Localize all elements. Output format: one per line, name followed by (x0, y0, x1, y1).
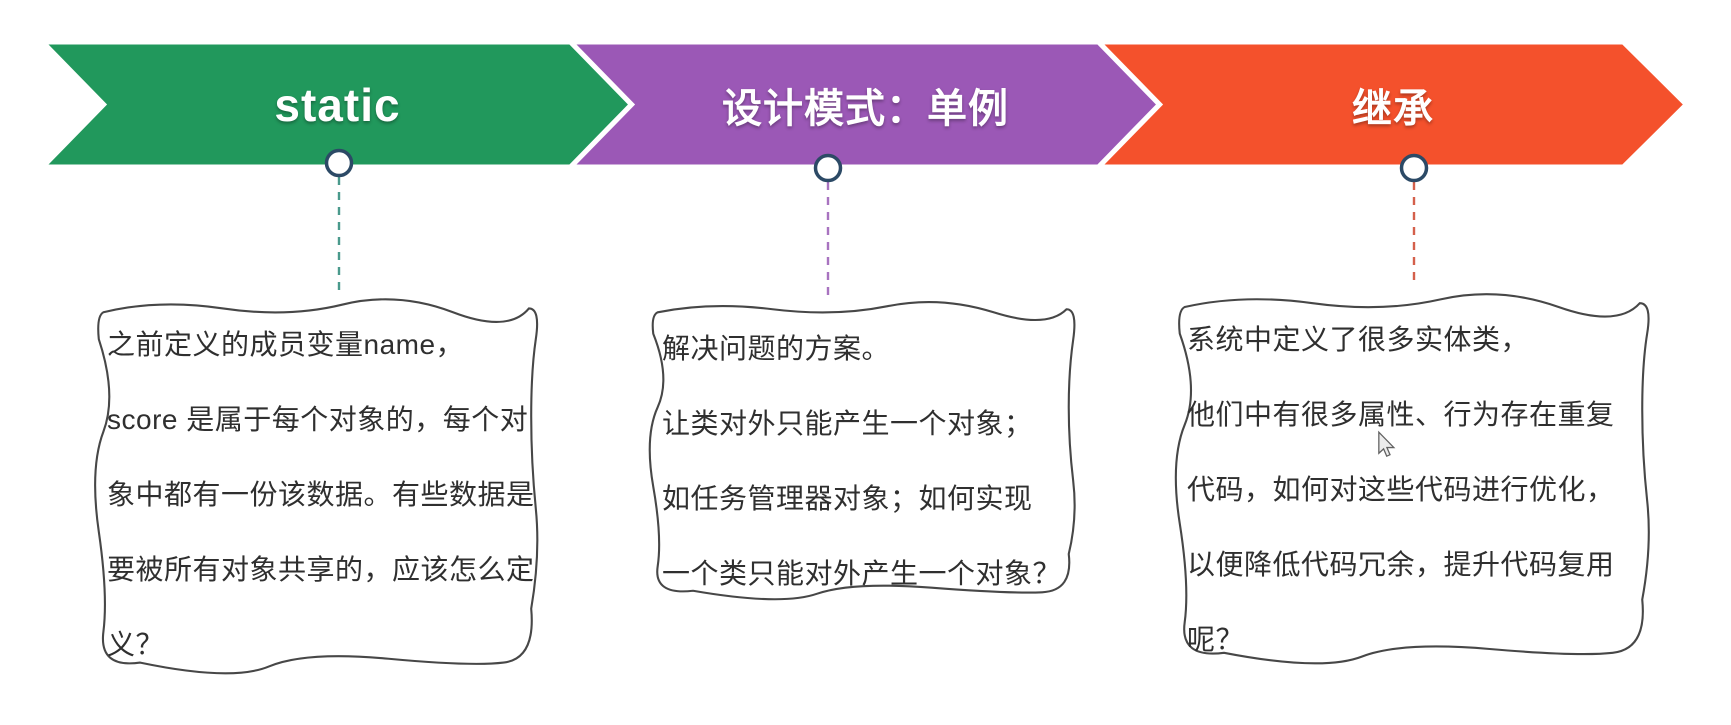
sketch-border (1165, 288, 1657, 668)
sketch-border (85, 293, 545, 678)
note-line: 要被所有对象共享的，应该怎么定 (107, 553, 535, 585)
banner-label-static: static (274, 78, 401, 131)
note-line: 之前定义的成员变量name， (107, 328, 465, 360)
note-box-inheritance: 系统中定义了很多实体类， 他们中有很多属性、行为存在重复 代码，如何对这些代码进… (1165, 288, 1657, 668)
sketch-border (640, 297, 1082, 603)
note-box-singleton: 解决问题的方案。 让类对外只能产生一个对象； 如任务管理器对象；如何实现 一个类… (640, 297, 1082, 603)
note-line: 义？ (107, 628, 165, 660)
note-line: 系统中定义了很多实体类， (1187, 323, 1530, 355)
note-line: score 是属于每个对象的，每个对 (107, 403, 529, 435)
note-line: 象中都有一份该数据。有些数据是 (107, 478, 535, 510)
note-line: 解决问题的方案。 (662, 332, 891, 364)
note-line: 代码，如何对这些代码进行优化， (1187, 473, 1615, 505)
banner-label-inheritance: 继承 (1352, 86, 1434, 131)
note-box-static: 之前定义的成员变量name， score 是属于每个对象的，每个对 象中都有一份… (85, 293, 545, 678)
note-text-singleton: 解决问题的方案。 让类对外只能产生一个对象； 如任务管理器对象；如何实现 一个类… (640, 297, 1082, 603)
note-line: 让类对外只能产生一个对象； (662, 407, 1033, 439)
note-line: 他们中有很多属性、行为存在重复 (1187, 398, 1615, 430)
note-text-inheritance: 系统中定义了很多实体类， 他们中有很多属性、行为存在重复 代码，如何对这些代码进… (1165, 288, 1657, 668)
mouse-cursor-icon (1378, 430, 1396, 458)
note-line: 一个类只能对外产生一个对象？ (662, 557, 1062, 589)
note-line: 以便降低代码冗余，提升代码复用 (1187, 548, 1615, 580)
note-line: 呢？ (1187, 623, 1245, 655)
banner-label-singleton: 设计模式：单例 (722, 86, 1009, 131)
note-text-static: 之前定义的成员变量name， score 是属于每个对象的，每个对 象中都有一份… (85, 293, 545, 678)
note-line: 如任务管理器对象；如何实现 (662, 482, 1033, 514)
